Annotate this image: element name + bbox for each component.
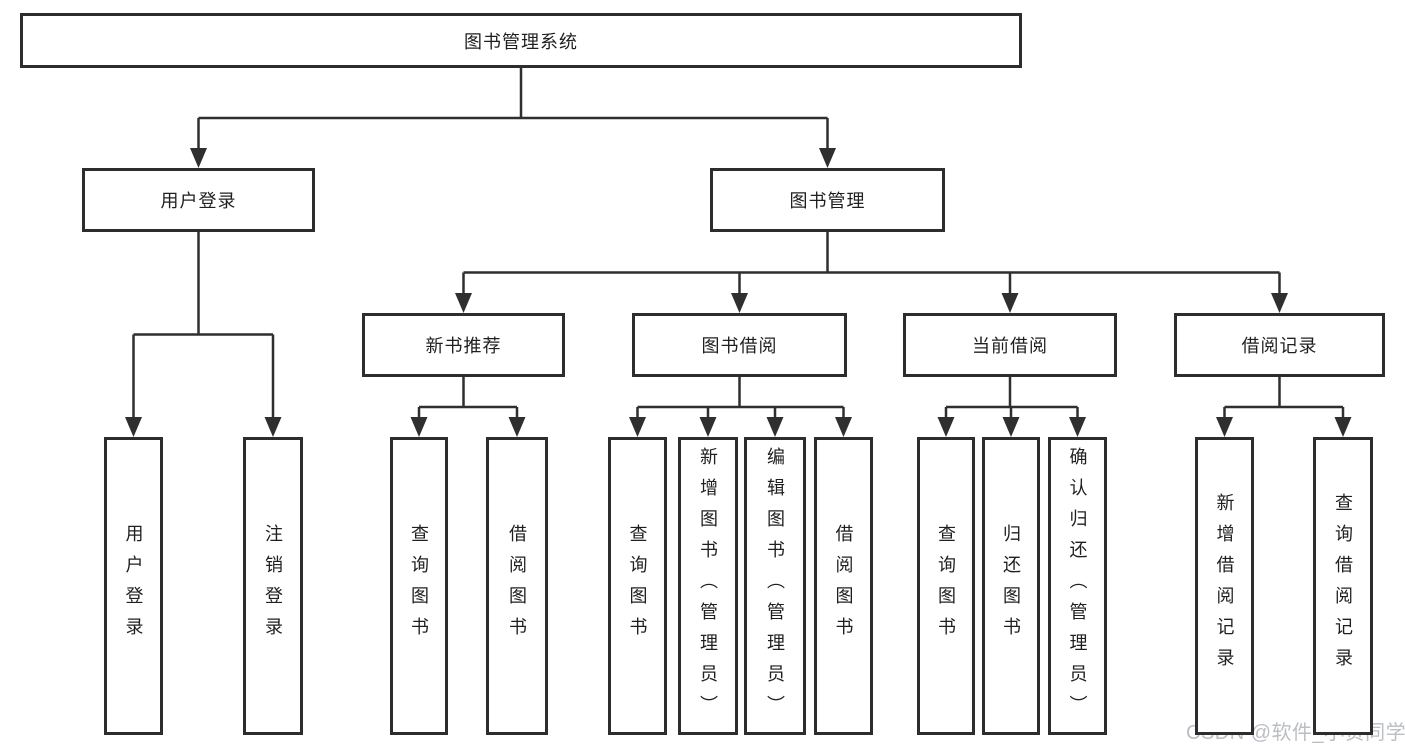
arrowhead-icon (819, 148, 836, 168)
node-leaf-logout: 注销登录 (243, 437, 303, 735)
arrowhead-icon (1001, 293, 1019, 313)
arrowhead-icon (1334, 417, 1352, 437)
node-label-br-query-record: 查询借阅记录 (1333, 493, 1353, 679)
node-label-cb-return-books: 归还图书 (1001, 524, 1021, 648)
arrowhead-icon (1271, 293, 1288, 313)
node-label-nbr-query-books: 查询图书 (409, 524, 429, 648)
node-label-bb-edit-books: 编辑图书（管理员） (765, 446, 785, 726)
node-borrow-records: 借阅记录 (1174, 313, 1385, 377)
arrowhead-icon (410, 417, 428, 437)
arrowhead-icon (766, 417, 784, 437)
node-root: 图书管理系统 (20, 13, 1022, 68)
node-cb-query-books: 查询图书 (917, 437, 975, 735)
node-current-borrow: 当前借阅 (903, 313, 1117, 377)
node-label-new-book-rec: 新书推荐 (425, 336, 502, 356)
arrowhead-icon (835, 417, 852, 437)
node-bb-borrow-books: 借阅图书 (814, 437, 873, 735)
node-new-book-rec: 新书推荐 (362, 313, 565, 377)
node-label-cb-query-books: 查询图书 (936, 524, 956, 648)
node-label-br-add-record: 新增借阅记录 (1214, 493, 1235, 679)
node-label-bb-borrow-books: 借阅图书 (833, 524, 854, 648)
node-label-current-borrow: 当前借阅 (972, 336, 1048, 356)
node-label-book-borrow: 图书借阅 (701, 336, 778, 356)
arrowhead-icon (125, 417, 142, 437)
node-label-borrow-records: 借阅记录 (1241, 336, 1318, 356)
node-br-add-record: 新增借阅记录 (1195, 437, 1254, 735)
node-nbr-query-books: 查询图书 (390, 437, 448, 735)
node-book-mgmt: 图书管理 (710, 168, 945, 232)
node-label-leaf-user-login: 用户登录 (123, 524, 144, 648)
node-book-borrow: 图书借阅 (632, 313, 847, 377)
node-leaf-user-login: 用户登录 (104, 437, 163, 735)
node-label-root: 图书管理系统 (464, 31, 578, 52)
arrowhead-icon (264, 417, 282, 437)
node-cb-confirm-return: 确认归还（管理员） (1048, 437, 1107, 735)
node-user-login: 用户登录 (82, 168, 315, 232)
arrowhead-icon (699, 417, 717, 437)
arrowhead-icon (937, 417, 955, 437)
arrowhead-icon (190, 148, 207, 168)
node-bb-edit-books: 编辑图书（管理员） (744, 437, 806, 735)
arrowhead-icon (1216, 417, 1233, 437)
node-label-user-login: 用户登录 (160, 191, 237, 211)
node-label-nbr-borrow-books: 借阅图书 (507, 524, 527, 648)
arrowhead-icon (1002, 417, 1020, 437)
arrowhead-icon (1069, 417, 1086, 437)
node-label-cb-confirm-return: 确认归还（管理员） (1067, 446, 1088, 726)
arrowhead-icon (629, 417, 646, 437)
node-nbr-borrow-books: 借阅图书 (486, 437, 548, 735)
arrowhead-icon (455, 293, 472, 313)
arrowhead-icon (508, 417, 526, 437)
node-bb-add-books: 新增图书（管理员） (678, 437, 738, 735)
node-label-bb-add-books: 新增图书（管理员） (698, 446, 718, 726)
arrowhead-icon (731, 293, 748, 313)
node-label-bb-query-books: 查询图书 (627, 524, 648, 648)
node-cb-return-books: 归还图书 (982, 437, 1040, 735)
node-label-book-mgmt: 图书管理 (789, 191, 866, 211)
node-bb-query-books: 查询图书 (608, 437, 667, 735)
node-label-leaf-logout: 注销登录 (263, 524, 283, 648)
node-br-query-record: 查询借阅记录 (1313, 437, 1373, 735)
